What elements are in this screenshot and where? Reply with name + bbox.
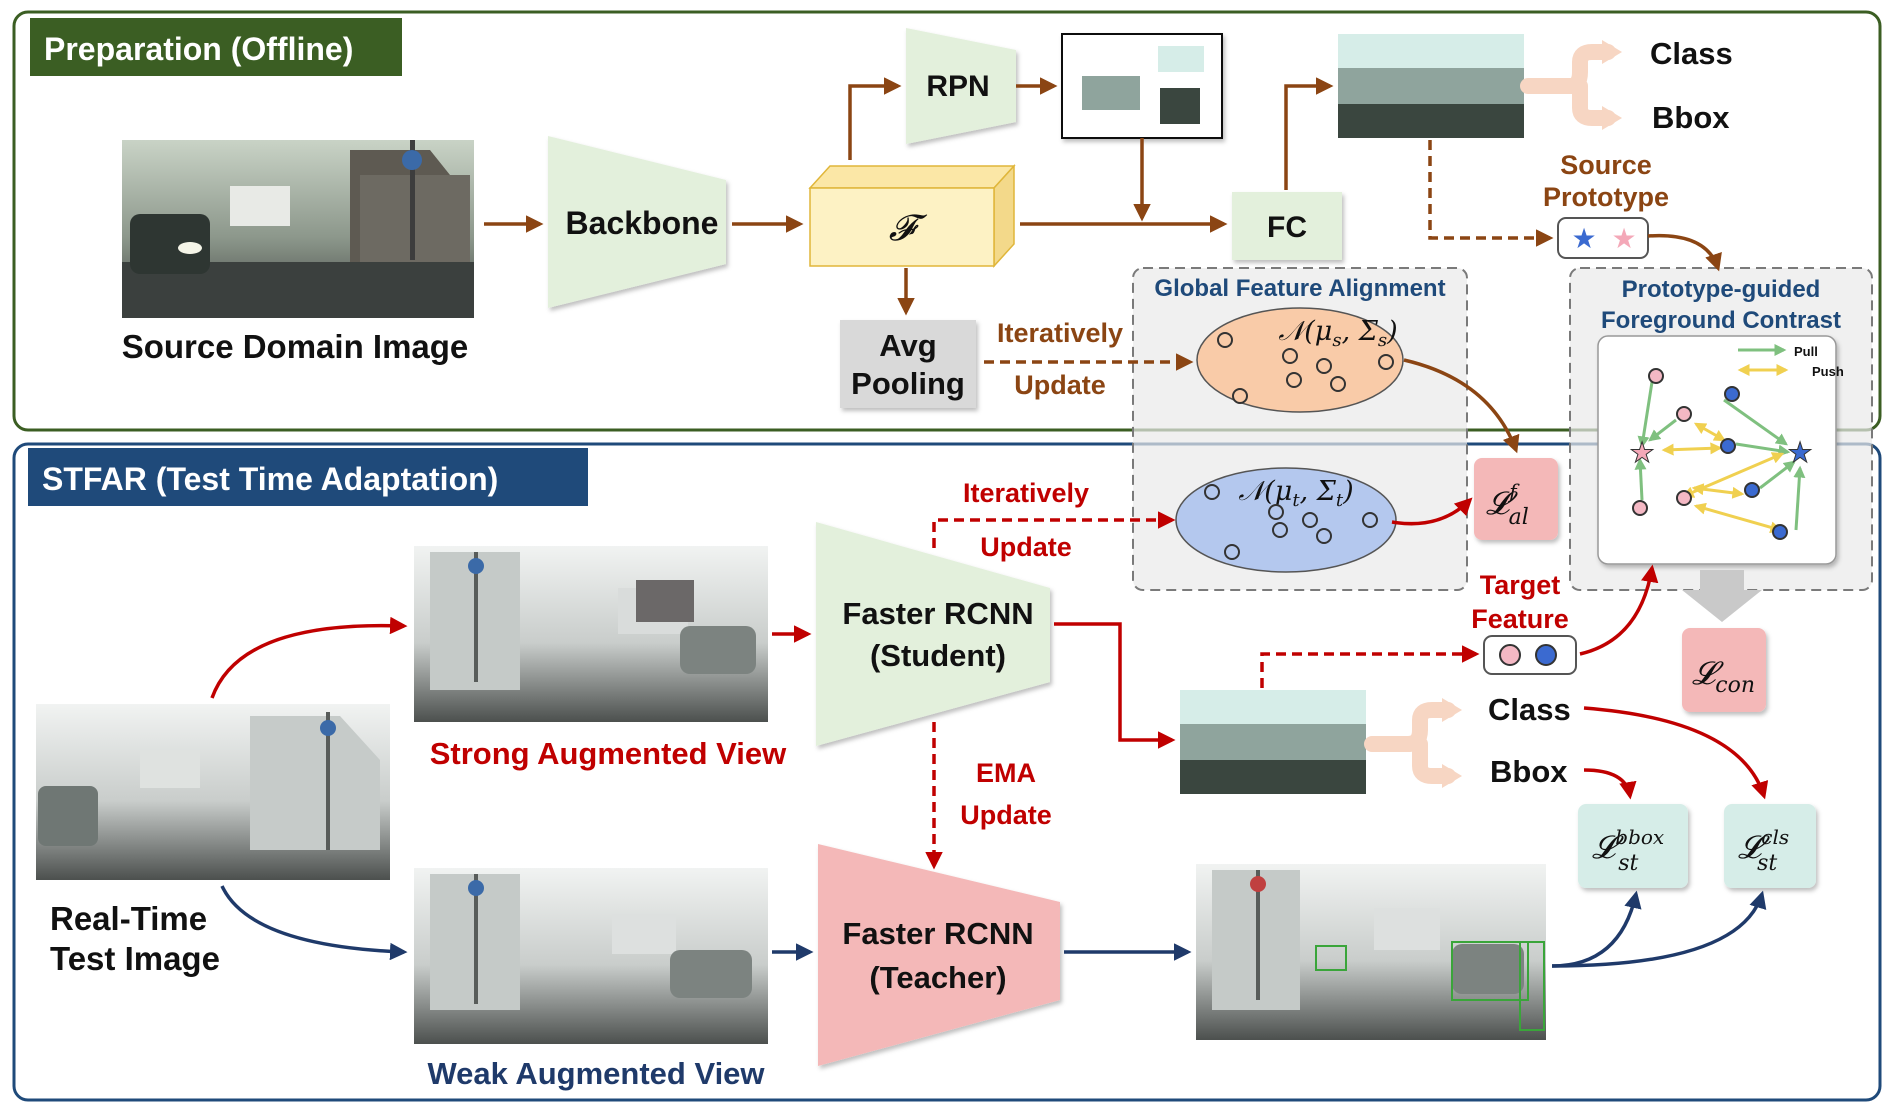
student-block [816,522,1050,746]
contrast-output-arrow [1682,570,1762,622]
stfar-iter-update-line1: Iteratively [963,478,1089,508]
prep-iter-update-line1: Iteratively [997,318,1123,348]
source-prototype-blue-star: ★ [1571,222,1596,255]
stfar-split-brace [1364,702,1456,784]
weak-view-label: Weak Augmented View [427,1056,765,1091]
target-feature-points [1204,484,1378,560]
stfar-red-arrows [210,497,1769,800]
teacher-output-image [1196,864,1546,1040]
prep-split-brace [1520,44,1616,126]
rpn-label: RPN [926,70,989,103]
prep-arrows [484,77,1722,454]
stfar-split-arrowhead-bottom [1442,764,1462,788]
teacher-label-line2: (Teacher) [869,960,1006,995]
preparation-title-bg [30,18,402,76]
pgfc-title-line2: Foreground Contrast [1601,307,1841,334]
legend-push-label: Push [1812,364,1844,379]
prep-dashed-arrows [984,140,1554,371]
prep-split-arrowhead-top [1602,40,1622,64]
strong-augmented-image [414,546,768,722]
backbone-label: Backbone [566,205,719,241]
source-prototype-label-line1: Source [1560,150,1652,180]
preparation-title: Preparation (Offline) [44,31,353,67]
source-prototype-pill [1557,217,1649,259]
target-feature-blue-dot [1535,644,1557,666]
source-prototype-pink-star: ★ [1611,222,1636,255]
contrast-blue-prototype-star: ★ [1787,436,1812,469]
source-domain-image [122,140,474,318]
prep-class-label: Class [1650,36,1733,71]
contrast-pink-prototype-star: ★ [1629,436,1654,469]
target-feature-pill [1483,635,1577,675]
teacher-block [818,844,1060,1066]
teacher-label-line1: Faster RCNN [842,916,1033,951]
avg-pooling-block [840,320,976,408]
alignment-loss-box [1474,458,1558,540]
target-dist-label: 𝒩(μt, Σt) [1238,476,1353,511]
prep-bbox-label: Bbox [1652,100,1730,135]
ema-update-line1: EMA [976,758,1036,788]
gfa-title: Global Feature Alignment [1154,275,1445,302]
pgfc-title-line1: Prototype-guided [1622,276,1821,303]
stfar-class-label: Class [1488,692,1571,727]
target-feature-label-line1: Target [1480,570,1561,600]
prep-iter-update-line2: Update [1014,370,1106,400]
contrast-push-arrows [1661,422,1785,534]
test-image-label-line2: Test Image [50,940,220,977]
backbone-block [548,136,726,308]
stfar-iter-update-line2: Update [980,532,1072,562]
stfar-title-bg [28,448,588,506]
weak-augmented-image [414,868,768,1044]
ema-update-line2: Update [960,800,1052,830]
target-feature-pink-dot [1499,644,1521,666]
bbox-loss-box [1578,804,1688,888]
stfar-navy-arrows [220,885,1767,968]
source-distribution-ellipse [1196,307,1404,413]
rpn-block [906,28,1016,144]
stfar-red-dashed-arrows [925,511,1480,870]
test-image [36,704,390,880]
avg-pooling-line1: Avg [879,328,936,363]
stfar-frame [12,442,1882,1102]
source-dist-label: 𝒩(μs, Σs) [1278,316,1397,351]
proposal-boxes-panel [1061,33,1223,139]
preparation-frame [12,10,1882,432]
student-label-line2: (Student) [870,638,1006,673]
legend-pull-label: Pull [1794,344,1818,359]
student-label-line1: Faster RCNN [842,596,1033,631]
stfar-bbox-label: Bbox [1490,754,1568,789]
fc-label: FC [1267,211,1307,244]
source-feature-points [1217,332,1394,404]
stfar-title: STFAR (Test Time Adaptation) [42,461,498,497]
source-image-label: Source Domain Image [122,328,469,365]
contrast-loss-box [1682,628,1766,712]
prep-split-arrowhead-bottom [1602,106,1622,130]
strong-view-label: Strong Augmented View [430,736,787,771]
test-image-label-line1: Real-Time [50,900,207,937]
student-head-output [1180,690,1366,794]
avg-pooling-line2: Pooling [851,366,965,401]
target-feature-label-line2: Feature [1471,604,1569,634]
contrast-nodes [1632,368,1788,540]
stfar-split-arrowhead-top [1442,698,1462,722]
cls-loss-box [1724,804,1816,888]
fc-block [1232,192,1342,260]
source-prototype-label-line2: Prototype [1543,182,1669,212]
feature-map-cube [808,164,1016,268]
prep-head-output [1338,34,1524,138]
